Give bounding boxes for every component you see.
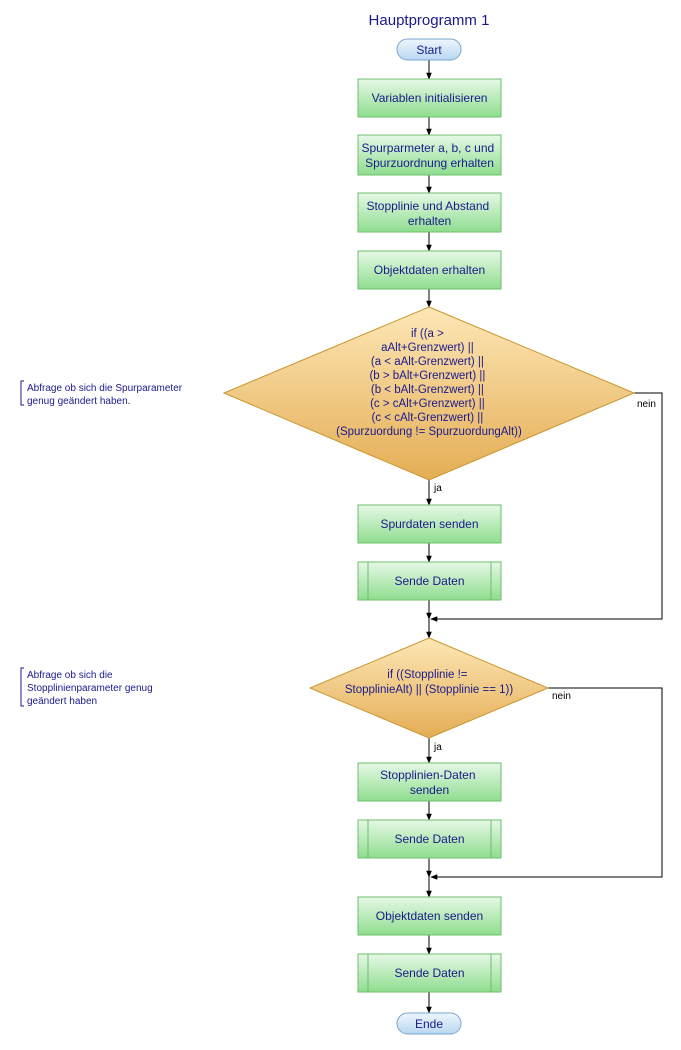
svg-text:if ((Stopplinie != Stopp: if ((Stopplinie != StopplinieAlt) || (St… xyxy=(345,669,514,696)
svg-text:Objektdaten senden: Objektdaten senden xyxy=(376,909,483,923)
process-text-line: Sende Daten xyxy=(394,966,464,980)
decision-text-line: (b < bAlt-Grenzwert) || xyxy=(371,384,484,396)
process-spurparameter-erhalten: Spurparmeter a, b, c und Spurzuordnung e… xyxy=(357,134,502,176)
process-variablen-initialisieren: Variablen initialisieren xyxy=(357,78,502,118)
svg-text:Abfrage ob sich die Stop: Abfrage ob sich die Stopplinienparameter… xyxy=(27,670,155,707)
svg-text:Sende Daten: Sende Daten xyxy=(394,832,464,846)
process-objektdaten-erhalten: Objektdaten erhalten xyxy=(357,250,502,290)
decision-stopplinie-changed: if ((Stopplinie != StopplinieAlt) || (St… xyxy=(308,637,550,739)
decision-text-line: (b > bAlt+Grenzwert) || xyxy=(369,370,485,382)
edge-label-d1-yes: ja xyxy=(433,483,442,494)
edge-label-d2-no: nein xyxy=(552,691,571,702)
annotation-note-stopplinie: Abfrage ob sich die Stopplinienparameter… xyxy=(20,667,155,707)
note-text-line: Abfrage ob sich die xyxy=(27,670,113,681)
process-stopplinie-erhalten: Stopplinie und Abstand erhalten xyxy=(357,192,502,233)
process-text-line: Sende Daten xyxy=(394,832,464,846)
process-text-line: erhalten xyxy=(408,214,451,228)
start-terminal: Start xyxy=(396,38,462,61)
decision-spurparameter-changed: if ((a > aAlt+Grenzwert) || (a < aAlt-Gr… xyxy=(222,306,636,481)
svg-text:Stopplinien-Daten senden: Stopplinien-Daten senden xyxy=(380,768,479,797)
svg-text:Spurparmeter a, b, c und: Spurparmeter a, b, c und Spurzuordnung e… xyxy=(361,141,497,170)
svg-text:Sende Daten: Sende Daten xyxy=(394,966,464,980)
process-text-line: Sende Daten xyxy=(394,574,464,588)
decision-text-line: if ((Stopplinie != xyxy=(387,669,468,681)
svg-text:Variablen initialisieren: Variablen initialisieren xyxy=(372,91,488,105)
connector-lines xyxy=(426,60,663,1014)
note-text-line: Abfrage ob sich die Spurparameter xyxy=(27,383,183,394)
svg-text:Abfrage ob sich die Spurparame: Abfrage ob sich die Spurparameter genug … xyxy=(27,383,185,407)
process-text-line: Stopplinien-Daten xyxy=(380,768,475,782)
note-text-line: geändert haben xyxy=(27,696,97,707)
svg-text:Spurdaten senden: Spurdaten senden xyxy=(380,517,478,531)
annotation-note-spurparameter: Abfrage ob sich die Spurparameter genug … xyxy=(20,380,185,407)
note-text-line: Stopplinienparameter genug xyxy=(27,683,153,694)
process-spurdaten-senden: Spurdaten senden xyxy=(357,504,502,544)
process-stopplinien-daten-senden: Stopplinien-Daten senden xyxy=(357,762,502,802)
end-terminal: Ende xyxy=(396,1012,462,1035)
process-text-line: Spurdaten senden xyxy=(380,517,478,531)
process-text-line: senden xyxy=(410,783,449,797)
start-label: Start xyxy=(416,43,442,57)
process-text-line: Stopplinie und Abstand xyxy=(366,199,489,213)
process-text-line: Spurzuordnung erhalten xyxy=(365,156,494,170)
decision-text-line: StopplinieAlt) || (Stopplinie == 1)) xyxy=(345,684,514,696)
note-text-line: genug geändert haben. xyxy=(27,396,130,407)
end-label: Ende xyxy=(415,1017,443,1031)
process-text-line: Spurparmeter a, b, c und xyxy=(361,141,494,155)
decision-text-line: aAlt+Grenzwert) || xyxy=(381,342,474,354)
svg-text:Objektdaten erhalten: Objektdaten erhalten xyxy=(374,263,485,277)
process-text-line: Objektdaten senden xyxy=(376,909,483,923)
process-text-line: Variablen initialisieren xyxy=(372,91,488,105)
decision-text-line: (c > cAlt+Grenzwert) || xyxy=(370,398,485,410)
svg-text:if ((a > aAlt+Grenzwert): if ((a > aAlt+Grenzwert) || (a < aAlt-Gr… xyxy=(336,328,522,438)
svg-text:Sende Daten: Sende Daten xyxy=(394,574,464,588)
decision-text-line: (Spurzuordung != SpurzuordungAlt)) xyxy=(336,426,522,438)
edge-label-d2-yes: ja xyxy=(433,742,442,753)
decision-text-line: (c < cAlt-Grenzwert) || xyxy=(372,412,484,424)
decision-text-line: if ((a > xyxy=(411,328,444,340)
diagram-title: Hauptprogramm 1 xyxy=(369,12,490,29)
decision-text-line: (a < aAlt-Grenzwert) || xyxy=(371,356,484,368)
edge-d1-no xyxy=(430,392,663,622)
subroutine-sende-daten-2: Sende Daten xyxy=(357,819,502,859)
edge-label-d1-no: nein xyxy=(637,399,656,410)
process-objektdaten-senden: Objektdaten senden xyxy=(357,896,502,936)
edge-d2-no xyxy=(430,687,663,880)
svg-text:Stopplinie und Abstand e: Stopplinie und Abstand erhalten xyxy=(366,199,492,228)
process-text-line: Objektdaten erhalten xyxy=(374,263,485,277)
subroutine-sende-daten-3: Sende Daten xyxy=(357,953,502,993)
subroutine-sende-daten-1: Sende Daten xyxy=(357,561,502,601)
